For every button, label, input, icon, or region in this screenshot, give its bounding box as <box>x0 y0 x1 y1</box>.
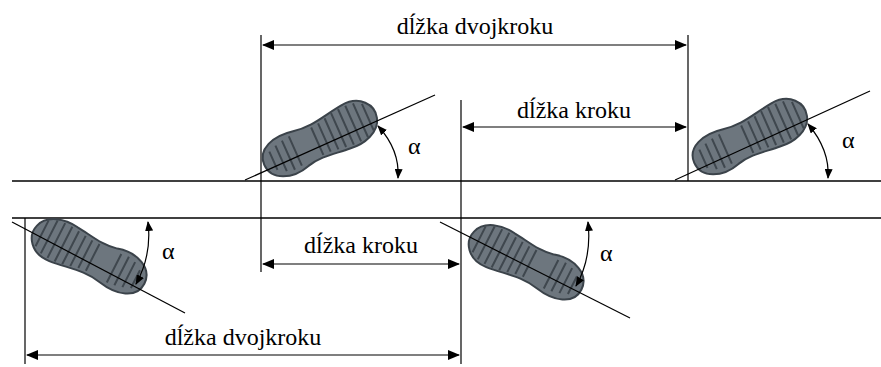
dimension-label: dĺžka dvojkroku <box>395 13 556 39</box>
angle-symbol: α <box>598 240 615 266</box>
angle-symbol: α <box>406 133 423 159</box>
dimension-label: dĺžka kroku <box>515 97 633 123</box>
dimension-label: dĺžka dvojkroku <box>163 324 324 350</box>
angle-symbol: α <box>160 238 177 264</box>
angle-symbol: α <box>840 127 857 153</box>
dimension-label: dĺžka kroku <box>302 232 420 258</box>
